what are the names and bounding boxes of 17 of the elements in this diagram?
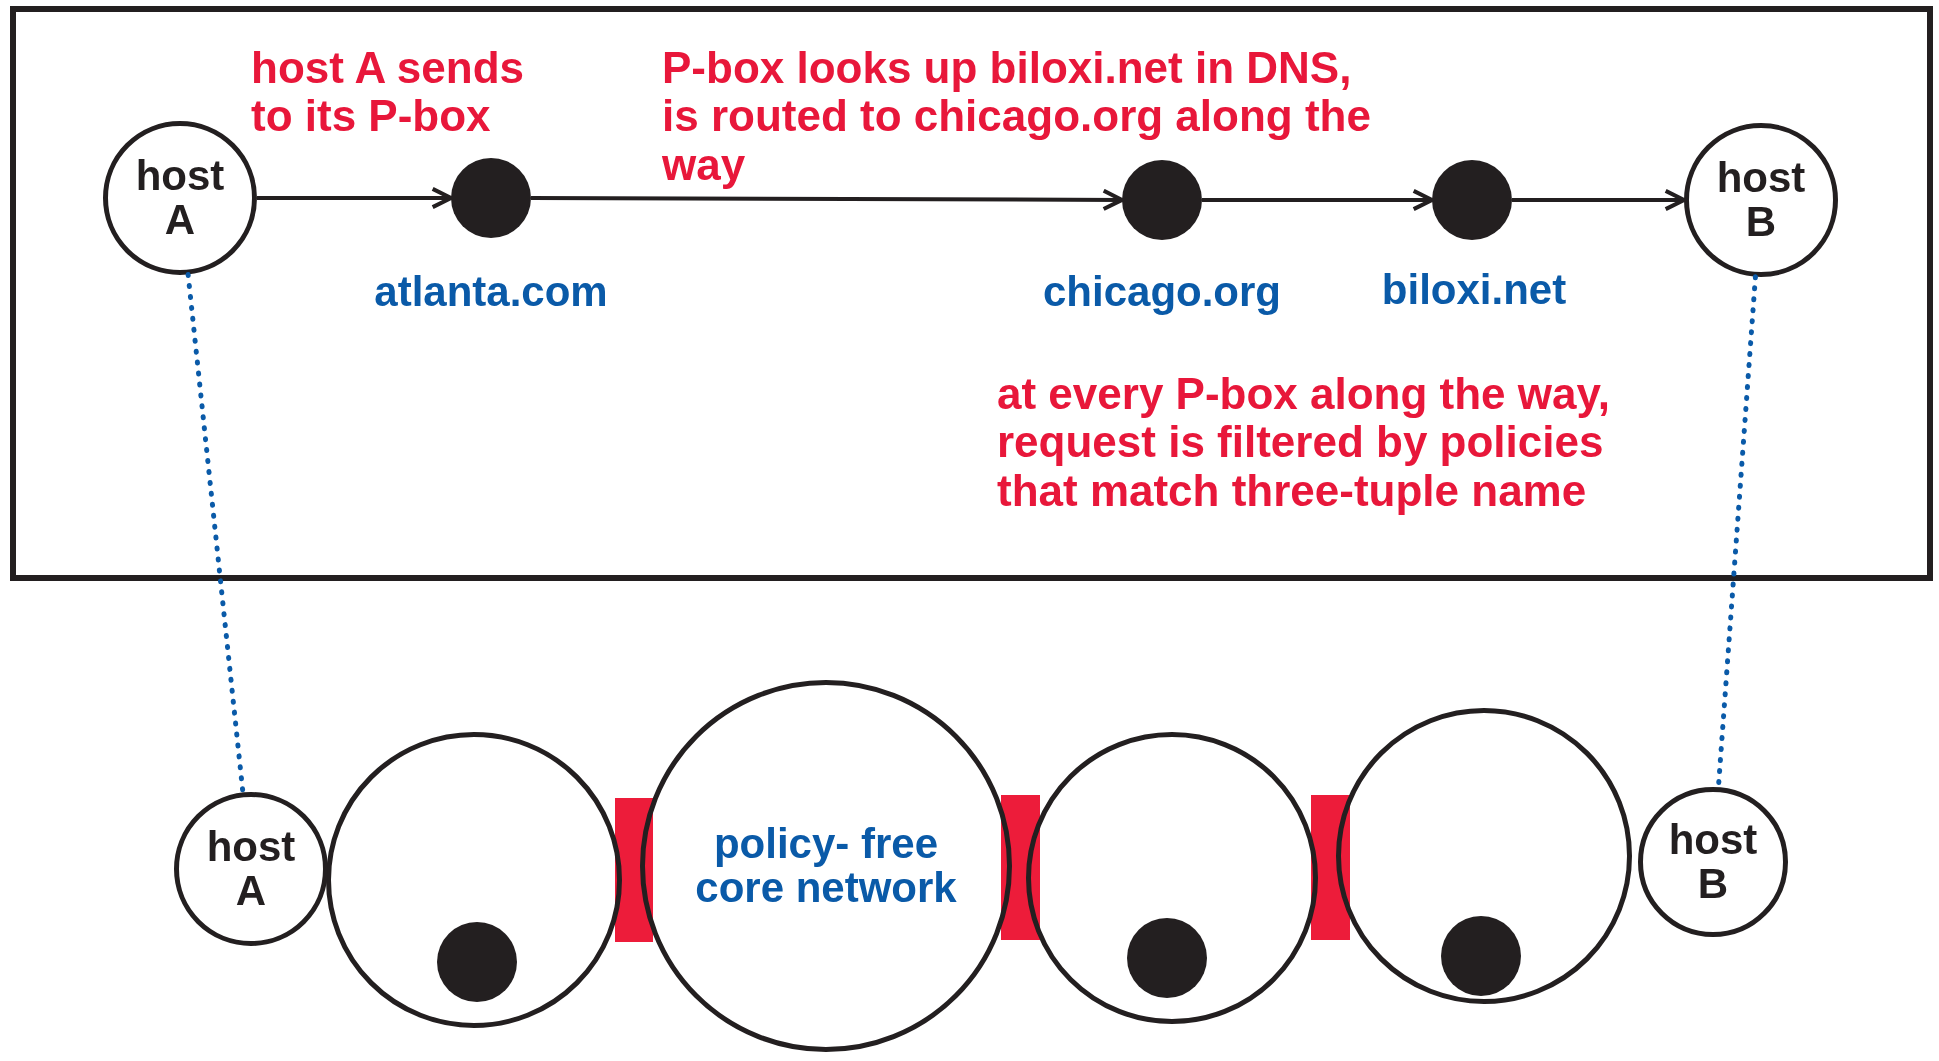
arrow (257, 186, 453, 210)
host-label: host A (134, 153, 226, 243)
host-label: host A (205, 824, 297, 914)
host-label: host B (1667, 817, 1759, 907)
domain-label: atlanta.com (374, 268, 608, 316)
host-label: host B (1715, 155, 1807, 245)
arrow (1512, 188, 1686, 212)
annotation-text: host A sends to its P-box (251, 44, 525, 141)
application-layer-frame (10, 6, 1933, 581)
dotted-line (185, 272, 246, 795)
network-label: policy- free core network (694, 821, 958, 911)
arrow (1202, 188, 1434, 212)
arrow (531, 188, 1124, 211)
domain-label: biloxi.net (1381, 266, 1567, 314)
annotation-text: P-box looks up biloxi.net in DNS, is routed to chicago.org along the way (662, 44, 1372, 190)
domain-label: chicago.org (1043, 268, 1281, 316)
annotation-text: at every P-box along the way, request is filtered by policies that match three-tuple name (997, 370, 1611, 516)
